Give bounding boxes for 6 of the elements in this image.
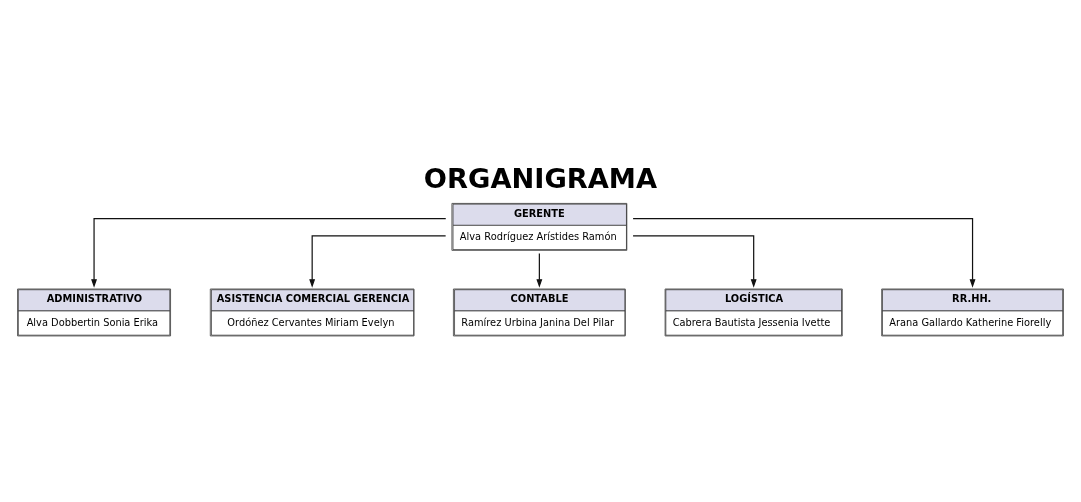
arrow bbox=[91, 217, 447, 288]
arrow bbox=[632, 234, 757, 288]
arrow bbox=[536, 252, 543, 288]
arrow bbox=[632, 217, 976, 288]
arrow bbox=[309, 234, 447, 288]
diagram-title: ORGANIGRAMA bbox=[423, 162, 658, 194]
